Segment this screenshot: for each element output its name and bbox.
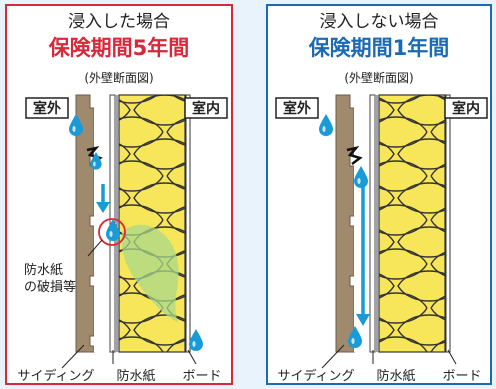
right-outside-label: 室外 (283, 100, 311, 117)
left-inside-label: 室内 (192, 100, 220, 117)
damage-label-line2: の破損等 (24, 279, 76, 295)
left-period: 保険期間5年間 (48, 36, 190, 60)
left-label-board: ボード (182, 369, 221, 384)
water-flow-arrow-icon (356, 186, 370, 326)
crack-icon (346, 145, 363, 165)
right-panel: 浸入しない場合 保険期間1年間 (外壁断面図) 室外 室内 サイディング 防水紙… (266, 4, 492, 385)
left-label-siding: サイディング (17, 368, 94, 384)
right-subtitle: (外壁断面図) (344, 70, 413, 85)
damage-circle (98, 218, 126, 246)
right-period: 保険期間1年間 (308, 36, 450, 60)
left-inside-box (184, 97, 228, 119)
left-outside-box (25, 97, 69, 119)
left-outside-label: 室外 (33, 100, 61, 117)
right-title: 浸入しない場合 (320, 12, 439, 32)
water-flow-arrow-icon (96, 184, 110, 213)
board (445, 94, 451, 353)
right-label-siding: サイディング (277, 368, 354, 384)
right-inside-box (444, 97, 488, 119)
right-label-waterproof: 防水紙 (376, 368, 415, 384)
right-outside-box (275, 97, 319, 119)
mold-stain (121, 224, 179, 322)
left-wall-section (75, 94, 191, 353)
left-panel: 浸入した場合 保険期間5年間 (外壁断面図) 室外 室内 (5, 4, 233, 385)
right-label-board: ボード (442, 369, 481, 384)
damage-leader-line (87, 239, 103, 257)
waterproof-paper (369, 94, 376, 353)
right-inside-label: 室内 (452, 100, 480, 117)
damage-label-line1: 防水紙 (24, 262, 63, 278)
right-wall-section (335, 94, 451, 353)
insulation (378, 94, 446, 353)
board (185, 94, 191, 353)
left-subtitle: (外壁断面図) (84, 70, 153, 85)
left-label-waterproof: 防水紙 (116, 368, 155, 384)
left-title: 浸入した場合 (68, 12, 170, 32)
